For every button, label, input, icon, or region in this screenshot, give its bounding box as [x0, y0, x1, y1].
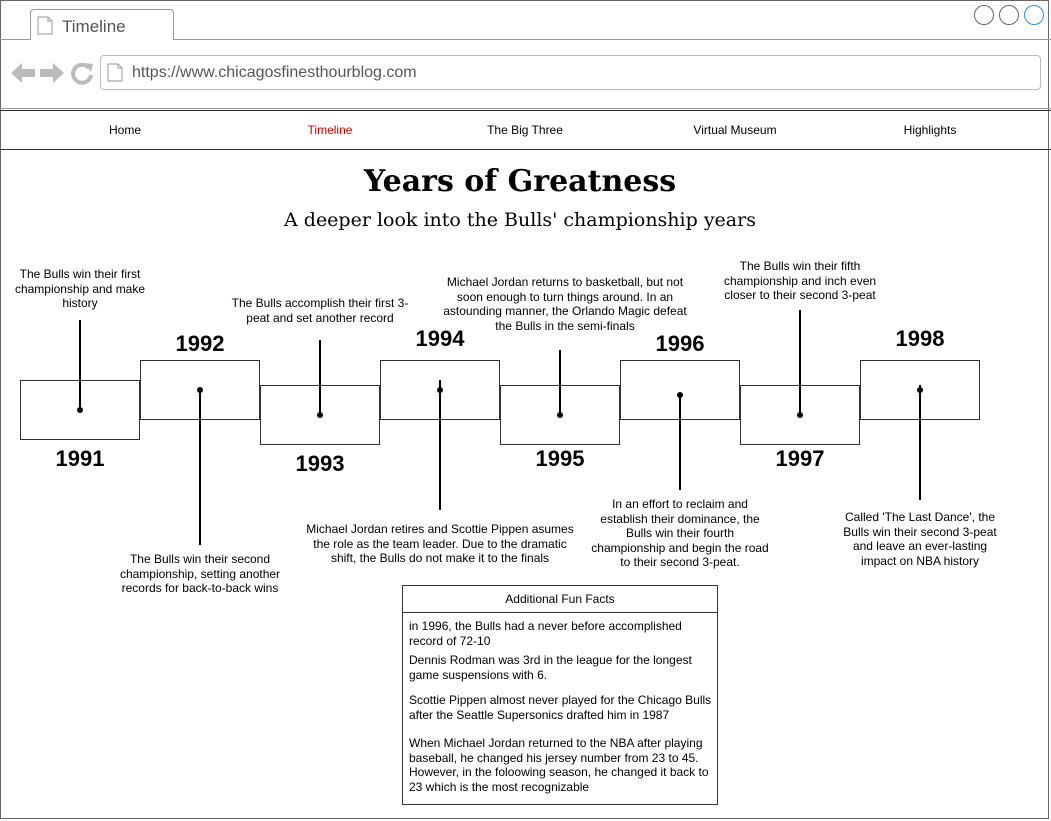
year-label-1997: 1997	[775, 446, 825, 471]
timeline-note-1993: The Bulls accomplish their first 3-peat …	[231, 296, 409, 325]
year-label-1993: 1993	[295, 451, 345, 476]
timeline-dot	[557, 412, 563, 418]
page-title: Years of Greatness	[363, 164, 677, 199]
timeline-stem	[199, 390, 201, 545]
timeline-stem	[679, 395, 681, 490]
timeline-dot	[437, 387, 443, 393]
timeline-note-1991: The Bulls win their first championship a…	[14, 267, 146, 310]
nav-virtual-museum[interactable]: Virtual Museum	[693, 123, 777, 137]
fun-fact-item: When Michael Jordan returned to the NBA …	[409, 736, 709, 794]
fun-fact-item: Scottie Pippen almost never played for t…	[409, 693, 712, 722]
window-circle-icon[interactable]	[974, 5, 994, 25]
page-subtitle: A deeper look into the Bulls' championsh…	[284, 209, 756, 231]
year-label-1996: 1996	[655, 331, 705, 356]
timeline-note-1998: Called 'The Last Dance', the Bulls win t…	[843, 510, 997, 568]
tab-title: Timeline	[62, 17, 126, 36]
fun-facts-panel: Additional Fun Facts in 1996, the Bulls …	[402, 585, 718, 805]
tab-bar-divider	[0, 39, 1051, 40]
timeline-dot	[677, 392, 683, 398]
fun-fact-item: in 1996, the Bulls had a never before ac…	[409, 619, 682, 648]
timeline-stem	[439, 380, 441, 510]
timeline-note-1997: The Bulls win their fifth championship a…	[723, 259, 877, 302]
timeline-dot	[317, 412, 323, 418]
window-circle-icon[interactable]	[1024, 5, 1044, 25]
timeline-stem	[919, 385, 921, 500]
timeline-stem	[319, 340, 321, 415]
fun-facts-title: Additional Fun Facts	[403, 586, 717, 613]
address-bar[interactable]: https://www.chicagosfinesthourblog.com	[100, 55, 1041, 90]
nav-highlights[interactable]: Highlights	[903, 123, 957, 137]
timeline-stem	[799, 310, 801, 415]
year-label-1994: 1994	[415, 326, 465, 351]
timeline-dot	[917, 387, 923, 393]
nav-the-big-three[interactable]: The Big Three	[487, 123, 563, 137]
page-icon	[107, 63, 123, 87]
timeline-dot	[797, 412, 803, 418]
browser-tab[interactable]: Timeline	[30, 9, 174, 40]
tab-bar: Timeline	[0, 0, 1051, 40]
nav-home[interactable]: Home	[108, 123, 142, 137]
year-label-1998: 1998	[895, 326, 945, 351]
forward-arrow-icon[interactable]	[39, 61, 65, 90]
fun-fact-item: Dennis Rodman was 3rd in the league for …	[409, 653, 692, 682]
page-icon	[37, 16, 53, 40]
timeline-stem	[79, 320, 81, 410]
timeline-note-1996: In an effort to reclaim and establish th…	[591, 497, 769, 569]
year-label-1992: 1992	[175, 331, 225, 356]
reload-icon[interactable]	[70, 61, 94, 90]
timeline-dot	[197, 387, 203, 393]
timeline-stem	[559, 350, 561, 415]
site-nav: Home Timeline The Big Three Virtual Muse…	[0, 110, 1051, 150]
back-arrow-icon[interactable]	[10, 61, 36, 90]
url-text: https://www.chicagosfinesthourblog.com	[132, 64, 417, 81]
window-circle-icon[interactable]	[999, 5, 1019, 25]
year-label-1995: 1995	[535, 446, 585, 471]
timeline-dot	[77, 407, 83, 413]
nav-timeline[interactable]: Timeline	[307, 123, 353, 137]
toolbar-divider	[0, 108, 1051, 109]
timeline-note-1992: The Bulls win their second championship,…	[119, 552, 281, 595]
timeline-note-1995: Michael Jordan returns to basketball, bu…	[443, 275, 687, 333]
year-label-1991: 1991	[55, 446, 105, 471]
timeline-note-1994: Michael Jordan retires and Scottie Pippe…	[306, 522, 574, 565]
